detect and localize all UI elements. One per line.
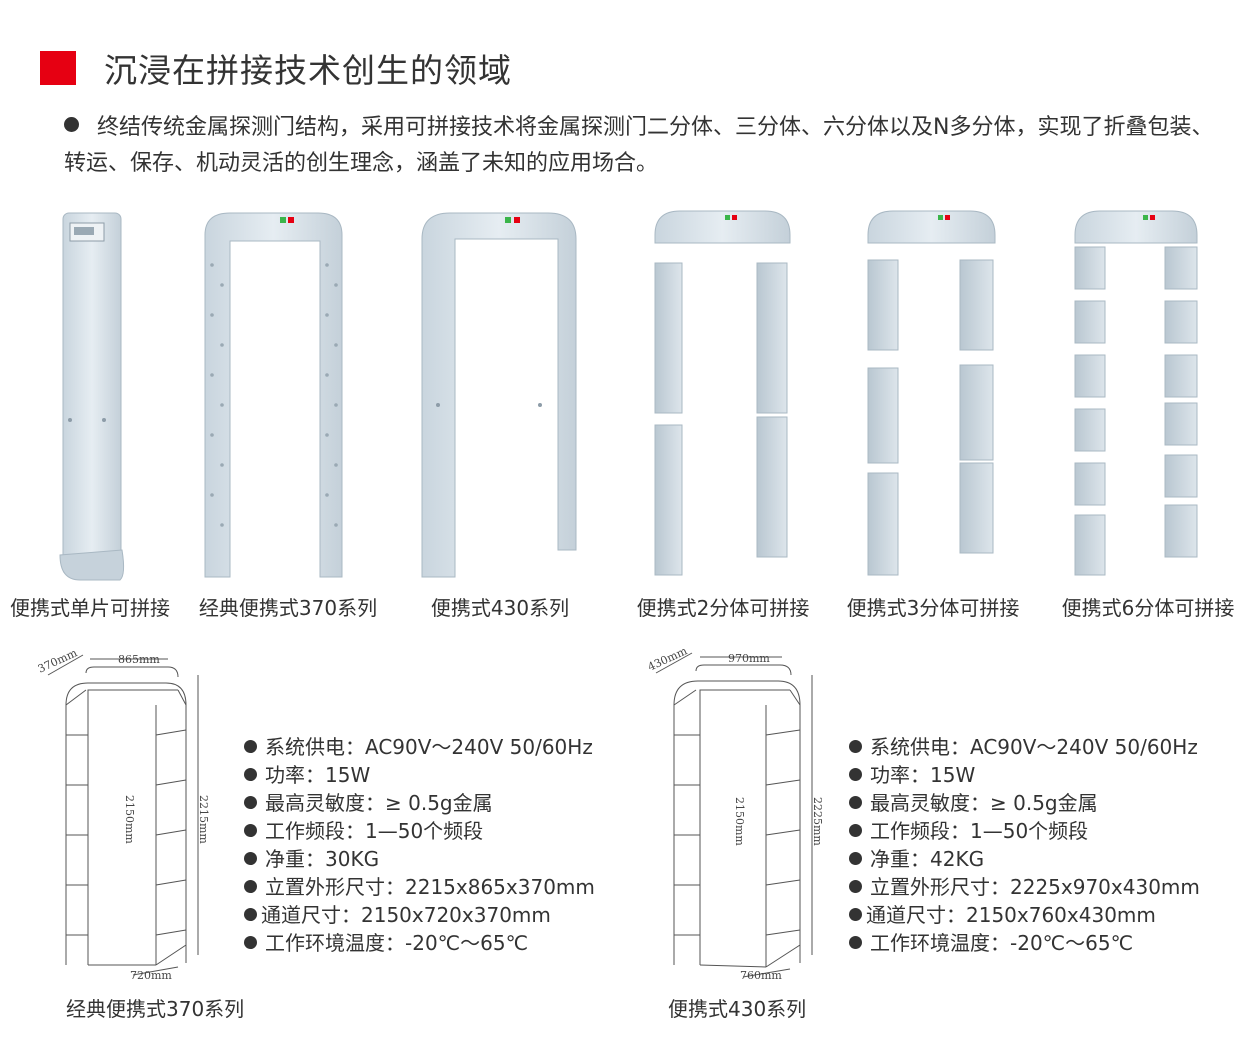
drawing-caption-370: 经典便携式370系列 <box>66 997 245 1021</box>
bullet-icon <box>849 936 862 949</box>
spec-item: 工作频段：1—50个频段 <box>244 817 595 845</box>
dim-depth-label: 430mm <box>648 645 690 674</box>
dim-outer-height-label: 2215mm <box>197 795 210 844</box>
bullet-icon <box>244 796 257 809</box>
product-gate-6part <box>1074 210 1198 576</box>
red-square-marker <box>40 51 76 85</box>
bullet-icon <box>244 768 257 781</box>
bullet-icon <box>849 880 862 893</box>
bullet-icon <box>244 880 257 893</box>
spec-item: 立置外形尺寸：2215x865x370mm <box>244 873 595 901</box>
bullet-icon <box>849 852 862 865</box>
bullet-icon <box>64 117 79 132</box>
dim-outer-height-label: 2225mm <box>811 797 824 846</box>
bullet-icon <box>244 936 257 949</box>
bullet-icon <box>244 852 257 865</box>
spec-item: 工作环境温度：-20℃～65℃ <box>244 929 595 957</box>
drawing-430: 430mm 970mm 2150mm 2225mm 760mm <box>648 645 824 982</box>
dim-width-label: 970mm <box>728 652 770 665</box>
caption-gate-430: 便携式430系列 <box>430 596 570 620</box>
spec-item: 功率：15W <box>244 761 595 789</box>
spec-item: 净重：30KG <box>244 845 595 873</box>
bullet-icon <box>849 908 862 921</box>
bullet-icon <box>244 740 257 753</box>
bullet-icon <box>849 740 862 753</box>
section-header: 沉浸在拼接技术创生的领域 <box>40 44 512 92</box>
spec-item: 净重：42KG <box>849 845 1200 873</box>
page-title: 沉浸在拼接技术创生的领域 <box>104 51 512 90</box>
dim-inner-height-label: 2150mm <box>733 797 746 846</box>
spec-item: 通道尺寸：2150x760x430mm <box>849 901 1200 929</box>
spec-item: 系统供电：AC90V～240V 50/60Hz <box>244 733 595 761</box>
bullet-icon <box>244 908 257 921</box>
dim-inner-width-label: 720mm <box>130 969 172 982</box>
product-single-panel <box>59 212 125 581</box>
dim-inner-height-label: 2150mm <box>123 795 136 844</box>
spec-list-430: 系统供电：AC90V～240V 50/60Hz 功率：15W 最高灵敏度：≥ 0… <box>849 733 1200 957</box>
drawing-caption-430: 便携式430系列 <box>668 997 807 1021</box>
caption-gate-370: 经典便携式370系列 <box>198 596 378 620</box>
spec-item: 通道尺寸：2150x720x370mm <box>244 901 595 929</box>
spec-item: 最高灵敏度：≥ 0.5g金属 <box>244 789 595 817</box>
caption-gate-2part: 便携式2分体可拼接 <box>636 596 810 620</box>
spec-item: 系统供电：AC90V～240V 50/60Hz <box>849 733 1200 761</box>
product-gate-370 <box>204 212 343 578</box>
caption-gate-6part: 便携式6分体可拼接 <box>1061 596 1235 620</box>
bullet-icon <box>849 768 862 781</box>
product-gate-430 <box>421 212 577 578</box>
spec-item: 工作频段：1—50个频段 <box>849 817 1200 845</box>
bullet-icon <box>849 796 862 809</box>
caption-gate-3part: 便携式3分体可拼接 <box>846 596 1020 620</box>
intro-text: 终结传统金属探测门结构，采用可拼接技术将金属探测门二分体、三分体、六分体以及N多… <box>64 115 1214 176</box>
product-gate-3part <box>867 210 996 576</box>
intro-paragraph: 终结传统金属探测门结构，采用可拼接技术将金属探测门二分体、三分体、六分体以及N多… <box>64 110 1214 182</box>
dim-inner-width-label: 760mm <box>740 969 782 982</box>
product-images-row <box>59 210 1198 581</box>
product-gate-2part <box>654 210 791 576</box>
bullet-icon <box>849 824 862 837</box>
spec-item: 最高灵敏度：≥ 0.5g金属 <box>849 789 1200 817</box>
spec-item: 工作环境温度：-20℃～65℃ <box>849 929 1200 957</box>
dim-width-label: 865mm <box>118 653 160 666</box>
spec-list-370: 系统供电：AC90V～240V 50/60Hz 功率：15W 最高灵敏度：≥ 0… <box>244 733 595 957</box>
bullet-icon <box>244 824 257 837</box>
spec-item: 功率：15W <box>849 761 1200 789</box>
drawing-370: 370mm 865mm 2150mm 2215mm 720mm <box>38 646 210 982</box>
spec-item: 立置外形尺寸：2225x970x430mm <box>849 873 1200 901</box>
caption-single-panel: 便携式单片可拼接 <box>10 596 170 620</box>
